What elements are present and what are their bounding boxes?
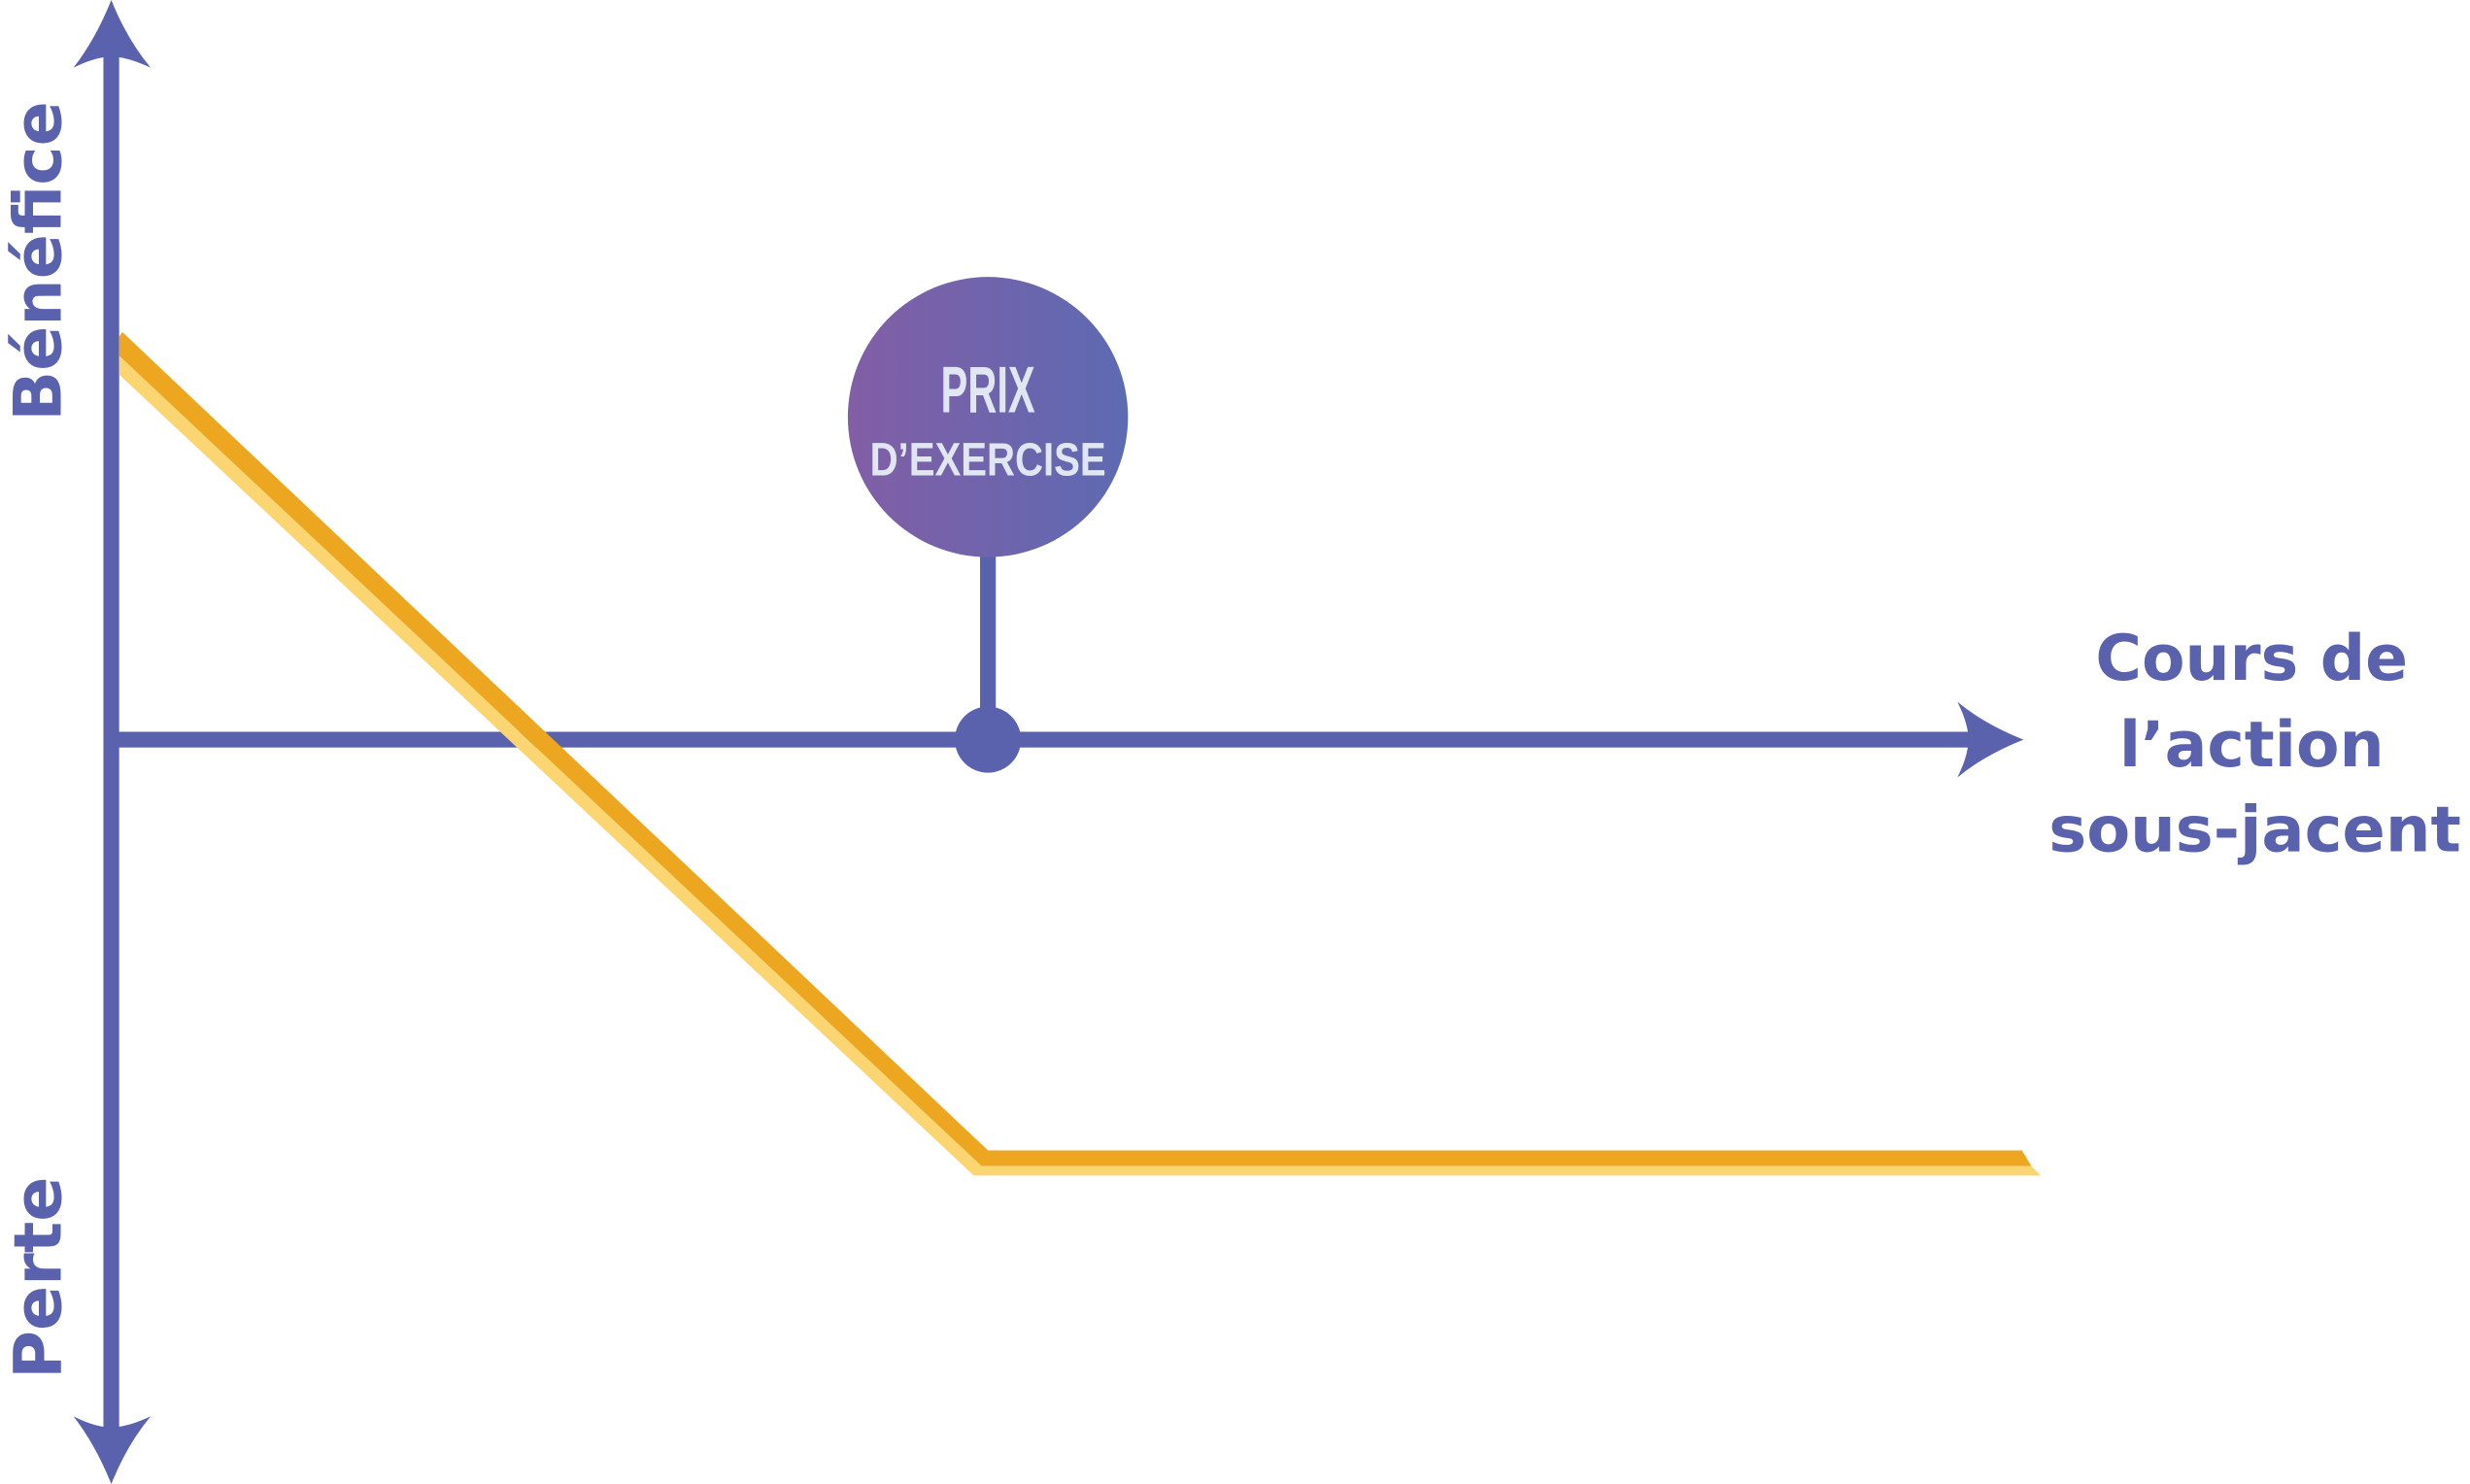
x-axis-label-line-2: l’action: [2119, 709, 2385, 782]
strike-point: [955, 706, 1022, 773]
strike-marker-line2: D’EXERCISE: [870, 433, 1106, 486]
y-axis-arrow-down-icon: [73, 1416, 152, 1484]
y-axis-label-profit: Bénéfice: [1, 101, 78, 422]
x-axis-label-line-1: Cours de: [2095, 623, 2408, 695]
strike-marker-circle: [847, 277, 1129, 557]
strike-marker-line1: PRIX: [940, 354, 1034, 427]
x-axis-line: [111, 731, 1977, 748]
strike-stem: [980, 543, 997, 740]
y-axis-label-loss: Perte: [1, 1177, 78, 1379]
y-axis-arrow-up-icon: [73, 0, 152, 68]
x-axis-label-line-3: sous-jacent: [2048, 794, 2461, 867]
x-axis-arrow-right-icon: [1957, 701, 2024, 778]
